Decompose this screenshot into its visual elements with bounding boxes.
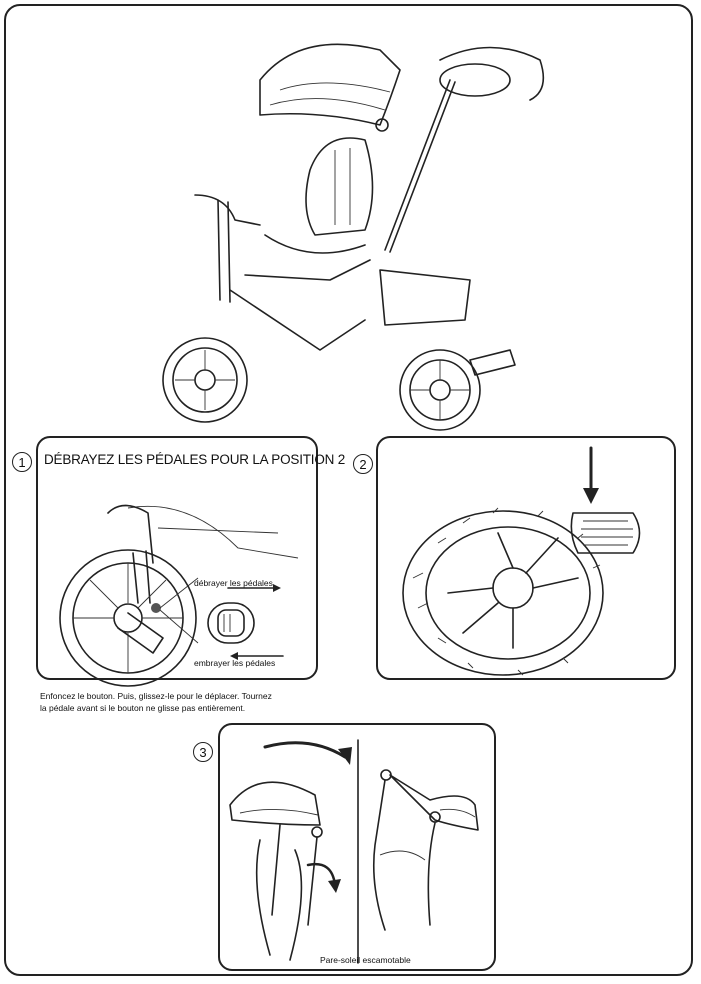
step2-panel [376,436,676,680]
step1-caption-line1: Enfoncez le bouton. Puis, glissez-le pou… [40,691,272,701]
step1-caption: Enfoncez le bouton. Puis, glissez-le pou… [40,690,340,714]
step3-number: 3 [193,742,213,762]
step1-caption-line2: la pédale avant si le bouton ne glisse p… [40,703,246,713]
step3-panel: Pare-soleil escamotable [218,723,496,971]
page-border [4,4,693,976]
step2-number: 2 [353,454,373,474]
engage-label: embrayer les pédales [194,658,276,668]
step3-label: Pare-soleil escamotable [320,955,411,965]
tricycle-illustration [150,20,545,431]
step1-title: DÉBRAYEZ LES PÉDALES POUR LA POSITION 2 [44,452,346,467]
step1-number: 1 [12,452,32,472]
disengage-label: débrayer les pédales [194,578,273,588]
step1-panel: DÉBRAYEZ LES PÉDALES POUR LA POSITION 2 … [36,436,345,687]
